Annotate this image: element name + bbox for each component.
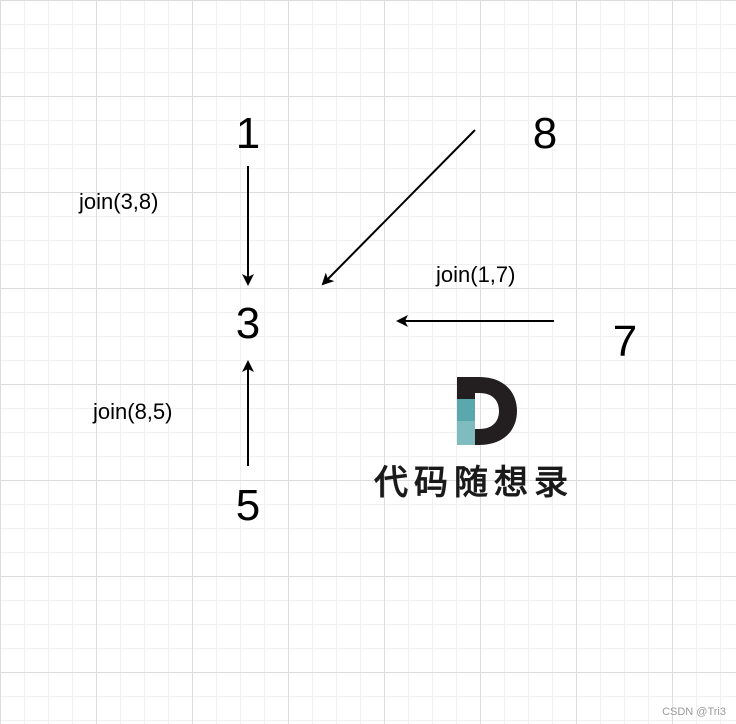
label-join-3-8: join(3,8): [79, 189, 159, 214]
arrow-8-to-3: [321, 129, 476, 286]
label-join-8-5: join(8,5): [93, 399, 173, 424]
watermark: CSDN @Tri3: [662, 706, 726, 718]
logo-d-icon: [457, 377, 517, 445]
node-1: 1: [235, 109, 261, 158]
logo-brand-text: 代码随想录: [374, 463, 574, 503]
node-7: 7: [612, 317, 638, 366]
label-join-1-7: join(1,7): [436, 262, 516, 287]
node-5: 5: [235, 481, 261, 530]
node-3: 3: [235, 299, 261, 348]
node-8: 8: [532, 109, 558, 158]
